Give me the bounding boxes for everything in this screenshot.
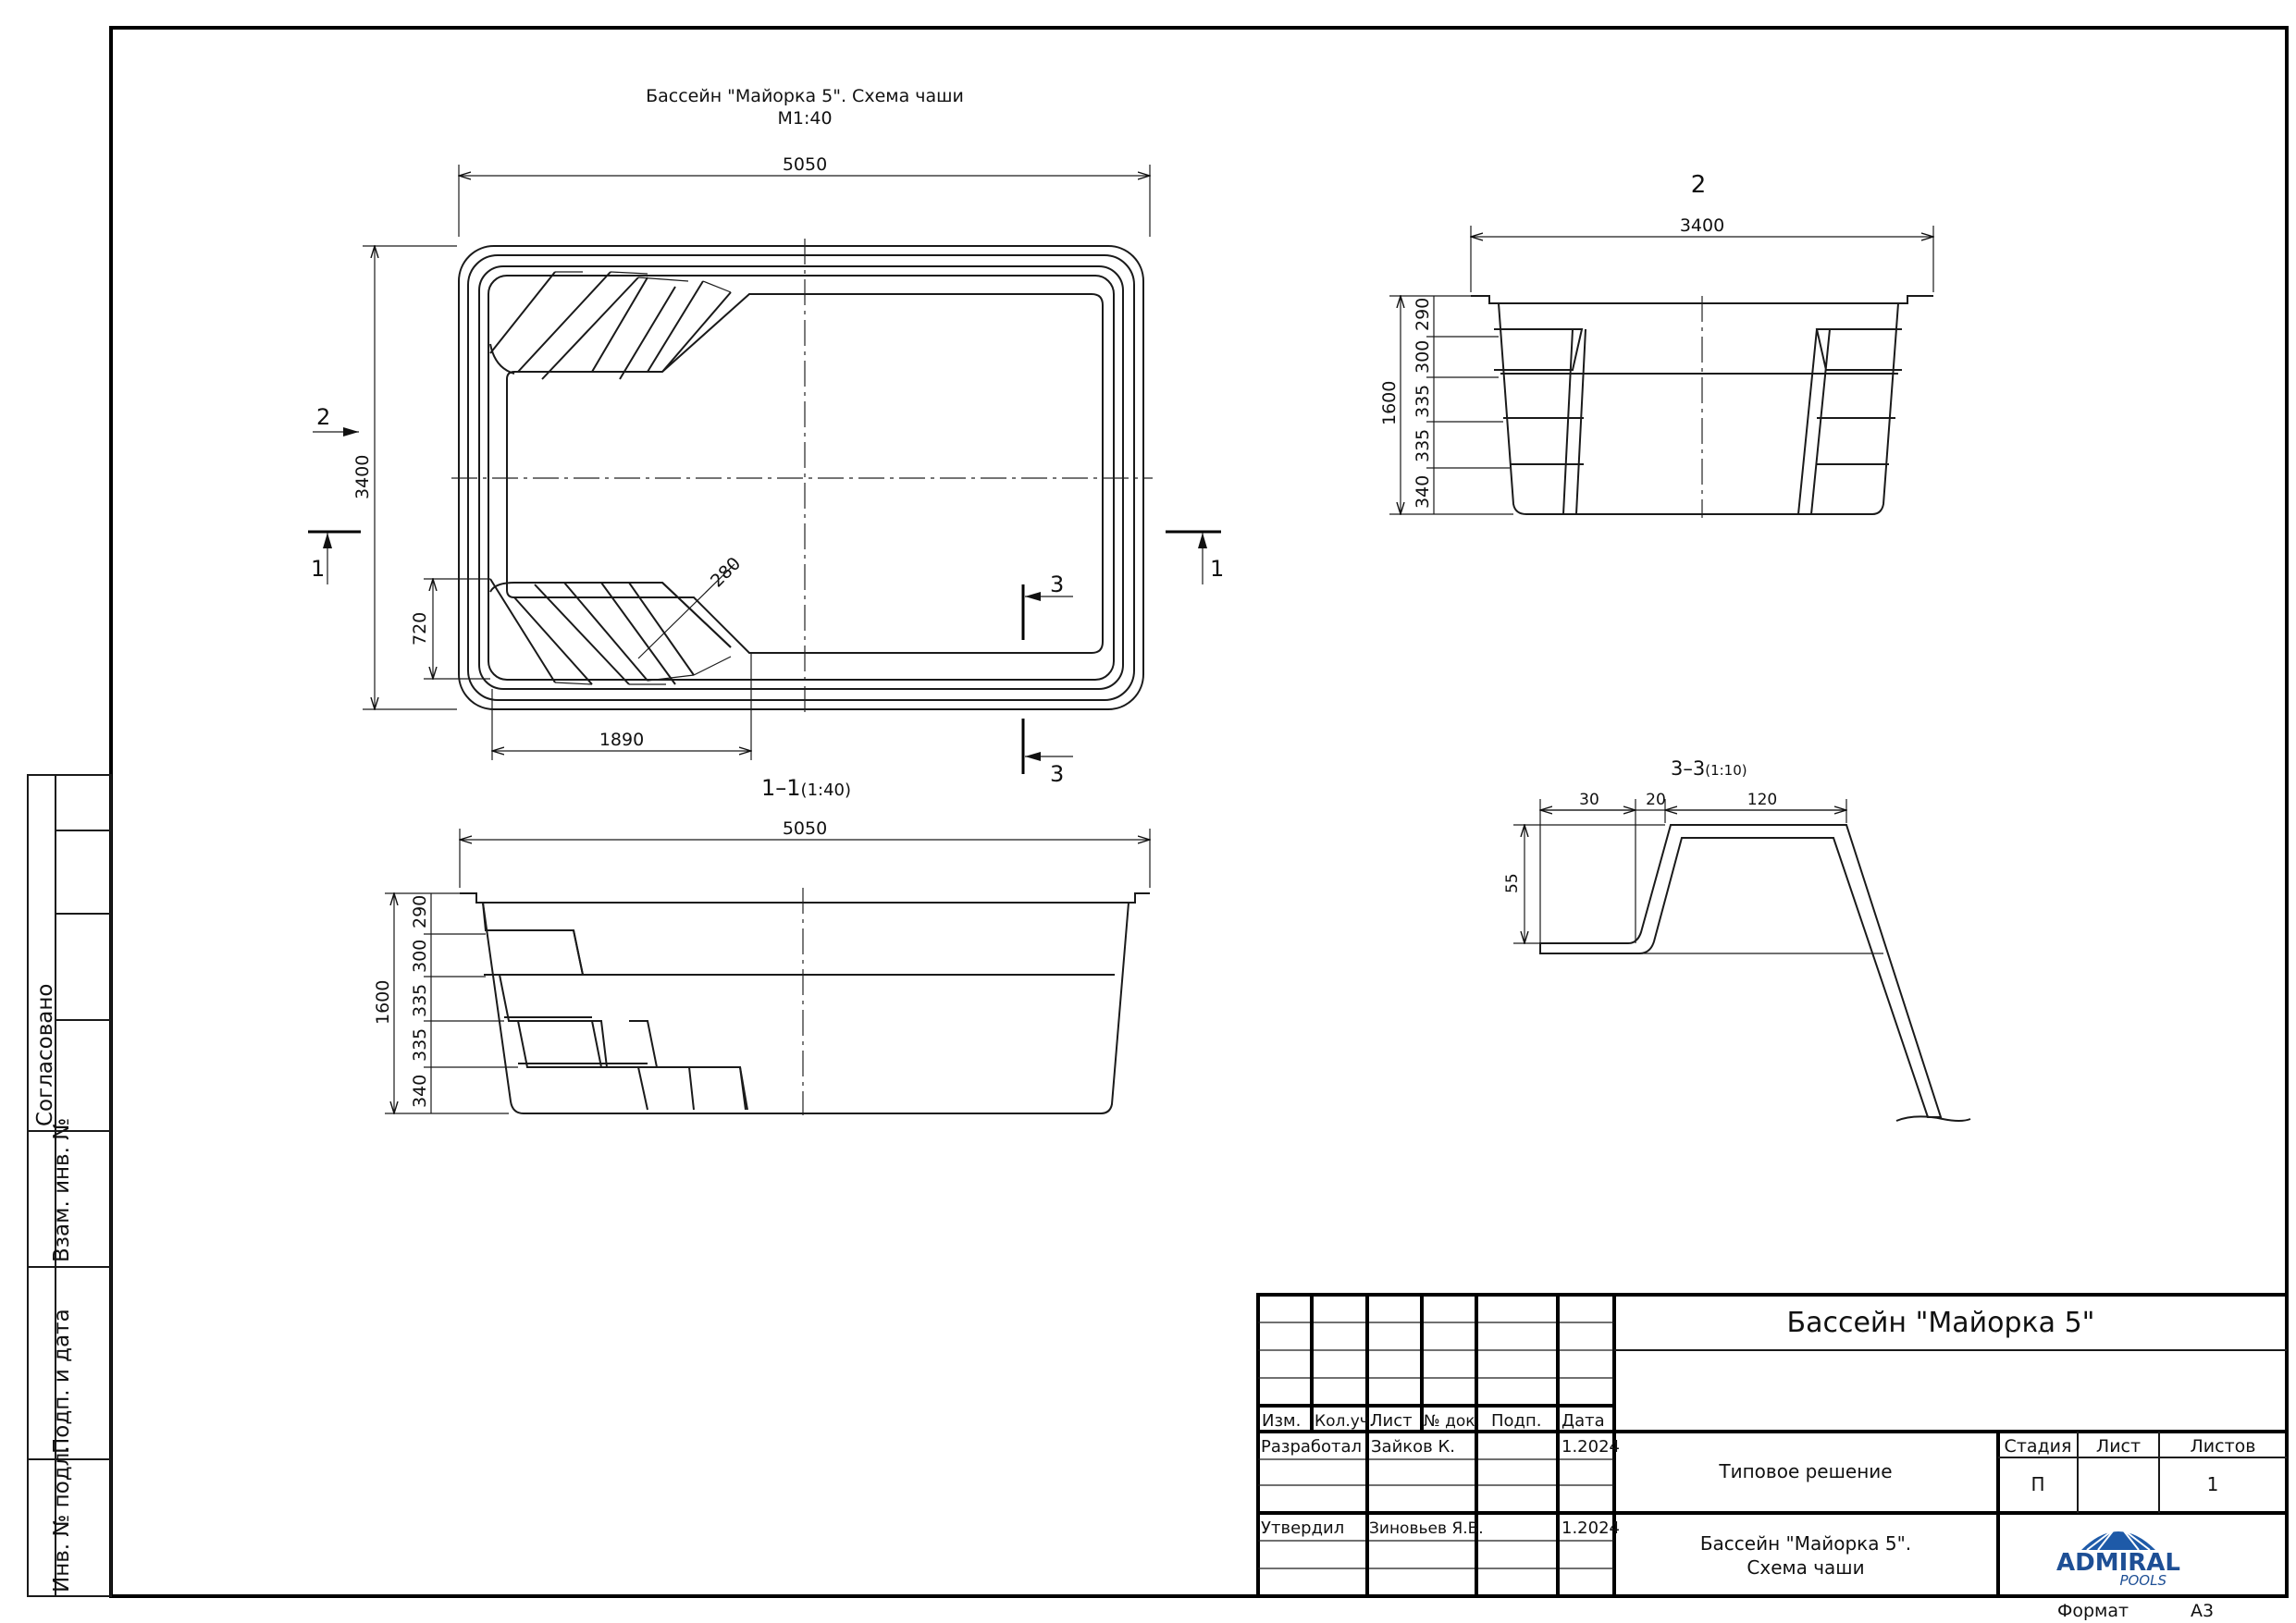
tb-header-kol: Кол.уч. xyxy=(1315,1412,1374,1431)
dim-section3-30: 30 xyxy=(1579,791,1599,809)
tb-sheet-header: Лист xyxy=(2096,1436,2141,1457)
tb-developed-label: Разработал xyxy=(1261,1437,1362,1457)
tb-stage-header: Стадия xyxy=(2005,1436,2072,1457)
side-label-sign-date: Подп. и дата xyxy=(50,1309,74,1454)
dim-plan-width: 3400 xyxy=(352,455,373,499)
tb-stage-value: П xyxy=(2031,1473,2044,1495)
dim-section3-55: 55 xyxy=(1503,873,1522,893)
tb-header-list: Лист xyxy=(1370,1411,1413,1431)
view-2 xyxy=(1471,295,1933,518)
dim-section1-depth: 1600 xyxy=(373,980,393,1025)
section-3-3-view xyxy=(1539,824,1971,1122)
tb-sheets-header: Листов xyxy=(2191,1436,2256,1457)
section-1-1-view xyxy=(460,888,1150,1115)
logo-main: ADMIRAL xyxy=(2056,1549,2180,1577)
dim-step-width: 720 xyxy=(410,612,430,646)
tb-header-sign: Подп. xyxy=(1491,1411,1541,1431)
tb-header-doc: № док. xyxy=(1424,1412,1480,1431)
dim-view2-level-4: 335 xyxy=(1413,429,1433,462)
marker-1-right: 1 xyxy=(1210,556,1224,582)
section-1-label: 1–1(1:40) xyxy=(761,775,851,801)
marker-1-left: 1 xyxy=(311,556,325,582)
tb-approved-label: Утвердил xyxy=(1261,1518,1344,1538)
marker-3-top: 3 xyxy=(1050,572,1064,597)
section-3-label: 3–3(1:10) xyxy=(1671,757,1747,780)
main-title: Бассейн "Майорка 5". Схема чаши xyxy=(646,86,964,106)
side-label-inv-orig: Инв. № подл. xyxy=(50,1445,74,1592)
marker-3-bottom: 3 xyxy=(1050,761,1064,787)
tb-approved-name: Зиновьев Я.В. xyxy=(1369,1519,1484,1538)
dim-section3-120: 120 xyxy=(1747,791,1777,809)
plan-dimensions: 5050 3400 720 1890 xyxy=(352,154,1150,760)
format-label: Формат xyxy=(2057,1601,2129,1621)
main-scale: М1:40 xyxy=(777,108,832,129)
section-3-3-dims: 30 20 120 55 xyxy=(1503,791,1846,943)
tb-approved-date: 1.2024 xyxy=(1562,1518,1620,1538)
plan-view: 280 xyxy=(451,239,1153,717)
tb-doc-name-1: Бассейн "Майорка 5". xyxy=(1700,1532,1911,1555)
title-block: Изм. Кол.уч. Лист № док. Подп. Дата Разр… xyxy=(1256,1293,2289,1598)
format-value: А3 xyxy=(2191,1601,2214,1621)
tb-developed-date: 1.2024 xyxy=(1562,1437,1620,1457)
dim-step-length: 1890 xyxy=(599,730,644,750)
tb-sheets-value: 1 xyxy=(2207,1473,2219,1495)
tb-header-izm: Изм. xyxy=(1262,1411,1301,1431)
dim-view2-level-1: 290 xyxy=(1413,298,1433,331)
dim-section1-level-2: 300 xyxy=(410,940,430,973)
marker-2: 2 xyxy=(316,404,330,430)
tb-developed-name: Зайков К. xyxy=(1371,1437,1455,1457)
tb-solution-type: Типовое решение xyxy=(1718,1460,1892,1482)
tb-project-title: Бассейн "Майорка 5" xyxy=(1787,1307,2095,1339)
dim-section1-level-5: 340 xyxy=(410,1075,430,1108)
dim-section3-20: 20 xyxy=(1646,791,1666,809)
side-label-inv-replace: Взам. инв. № xyxy=(50,1118,74,1262)
dim-view2-depth: 1600 xyxy=(1379,381,1400,425)
dim-plan-length: 5050 xyxy=(783,154,827,175)
view-2-label: 2 xyxy=(1691,171,1707,199)
dim-view2-level-5: 340 xyxy=(1413,475,1433,509)
side-strip: Согласовано Взам. инв. № Подп. и дата Ин… xyxy=(27,774,112,1597)
tb-header-date: Дата xyxy=(1562,1411,1605,1431)
dim-section1-level-3: 335 xyxy=(410,984,430,1017)
section-1-1-dims: 5050 1600 290 300 335 335 340 xyxy=(373,818,1150,1113)
admiral-logo: ADMIRAL POOLS xyxy=(2056,1523,2180,1589)
view-2-dims: 3400 1600 290 300 335 335 340 xyxy=(1379,215,1933,514)
dim-view2-level-3: 335 xyxy=(1413,385,1433,418)
side-label-agreed: Согласовано xyxy=(33,984,57,1127)
dim-view2-width: 3400 xyxy=(1680,215,1724,236)
tb-doc-name-2: Схема чаши xyxy=(1747,1556,1864,1579)
dim-section1-level-1: 290 xyxy=(410,895,430,928)
dim-section1-length: 5050 xyxy=(783,818,827,839)
logo-sub: POOLS xyxy=(2119,1572,2166,1589)
section-markers: 1 1 2 3 3 xyxy=(308,404,1224,787)
dim-section1-level-4: 335 xyxy=(410,1028,430,1062)
drawing-frame xyxy=(109,26,2289,1598)
dim-view2-level-2: 300 xyxy=(1413,340,1433,374)
